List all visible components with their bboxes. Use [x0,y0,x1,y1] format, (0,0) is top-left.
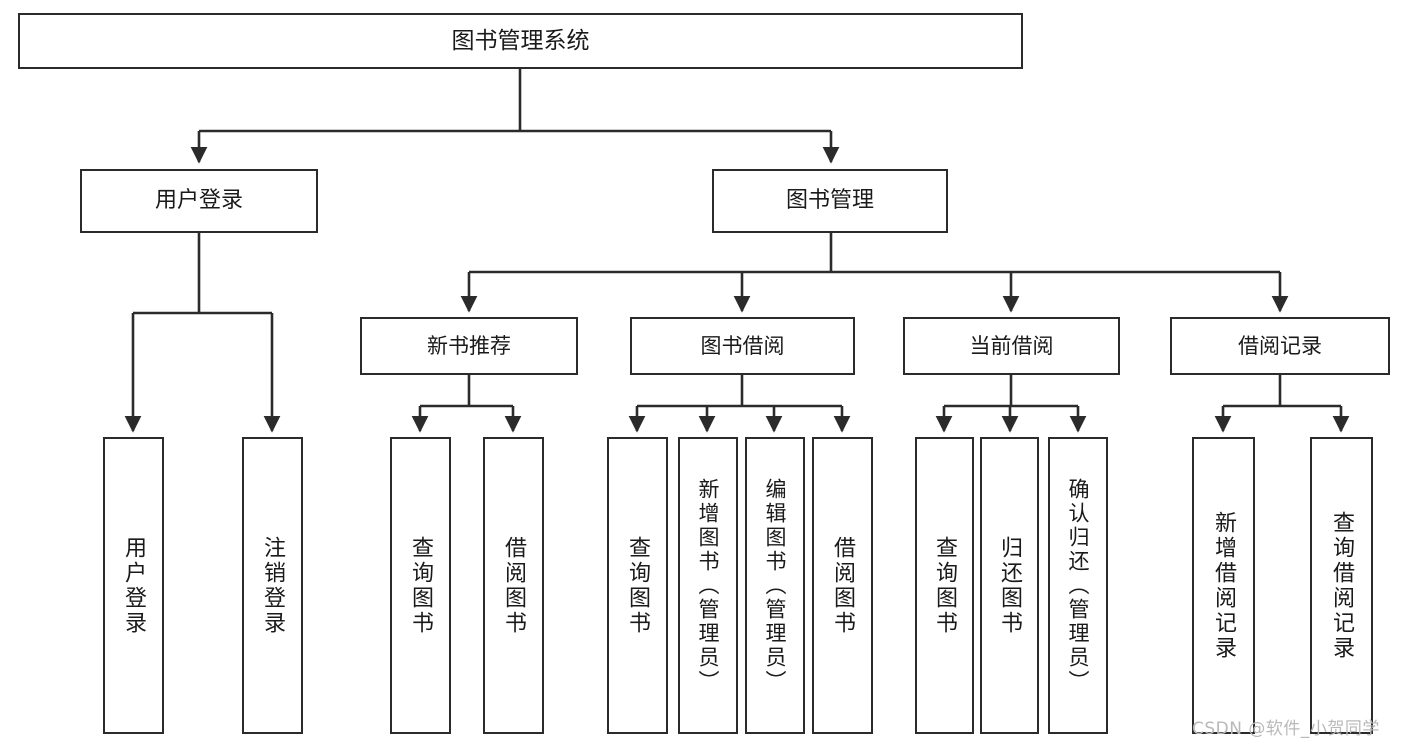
leaf-borrow-book-newbook[interactable]: 借阅图书 [483,437,544,734]
node-label: 借阅图书 [501,535,527,636]
leaf-confirm-return-admin[interactable]: 确认归还（管理员） [1048,437,1108,734]
node-label: 新书推荐 [427,333,511,358]
node-label: 当前借阅 [969,333,1054,358]
leaf-add-book-admin[interactable]: 新增图书（管理员） [678,437,738,734]
node-label: 借阅图书 [830,535,856,636]
leaf-query-borrow-record[interactable]: 查询借阅记录 [1310,437,1373,734]
node-label: 图书管理 [785,188,874,213]
node-label: 用户登录 [154,188,243,213]
node-label: 注销登录 [260,535,286,636]
watermark-text: CSDN @软件_小贺同学 [1192,719,1380,739]
leaf-query-book-current[interactable]: 查询图书 [915,437,974,734]
node-label: 查询图书 [625,535,651,636]
leaf-return-book[interactable]: 归还图书 [980,437,1039,734]
node-label: 查询借阅记录 [1329,510,1355,661]
leaf-query-book-newbook[interactable]: 查询图书 [390,437,451,734]
node-label: 新增图书（管理员） [696,477,721,694]
leaf-query-book-borrow[interactable]: 查询图书 [607,437,668,734]
node-label: 用户登录 [121,535,147,636]
node-current-borrow[interactable]: 当前借阅 [903,317,1120,375]
node-label: 图书管理系统 [451,27,590,54]
leaf-edit-book-admin[interactable]: 编辑图书（管理员） [745,437,805,734]
leaf-borrow-book[interactable]: 借阅图书 [812,437,873,734]
node-book-management[interactable]: 图书管理 [712,169,948,233]
node-label: 查询图书 [932,535,958,636]
node-borrow-record[interactable]: 借阅记录 [1170,317,1390,375]
node-label: 确认归还（管理员） [1066,477,1091,694]
leaf-add-borrow-record[interactable]: 新增借阅记录 [1192,437,1255,734]
node-user-login[interactable]: 用户登录 [80,169,318,233]
node-label: 编辑图书（管理员） [763,477,788,694]
node-root-system[interactable]: 图书管理系统 [18,13,1023,69]
node-new-book-recommend[interactable]: 新书推荐 [360,317,578,375]
leaf-logout[interactable]: 注销登录 [242,437,303,734]
node-label: 借阅记录 [1238,333,1322,358]
node-book-borrow[interactable]: 图书借阅 [630,317,855,375]
leaf-user-login[interactable]: 用户登录 [103,437,164,734]
node-label: 新增借阅记录 [1211,510,1237,661]
node-label: 查询图书 [408,535,434,636]
node-label: 图书借阅 [700,333,785,358]
node-label: 归还图书 [997,535,1023,636]
